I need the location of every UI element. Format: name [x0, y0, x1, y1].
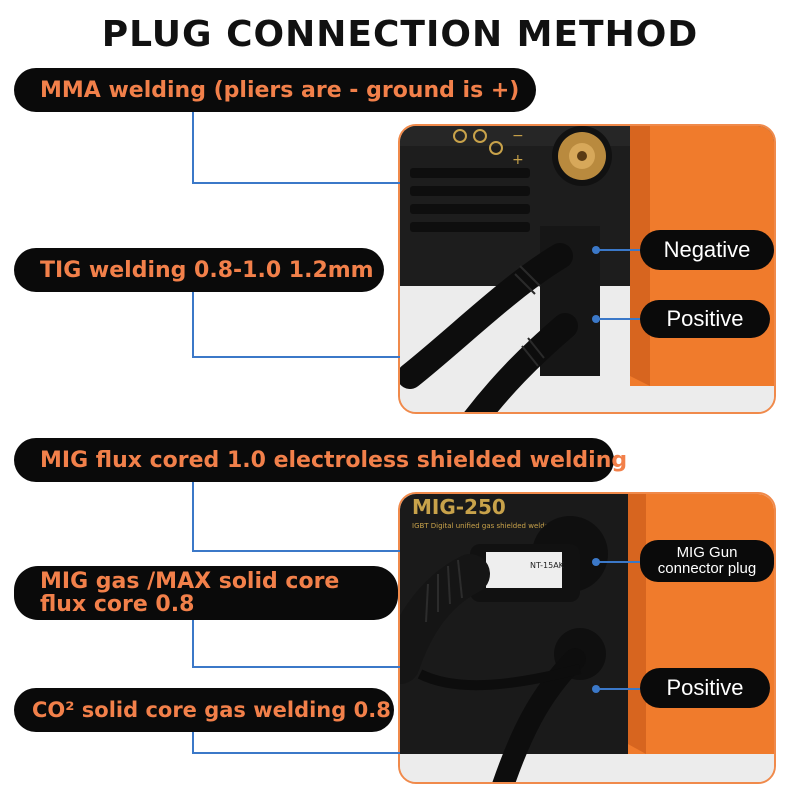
co2-connector-line-h	[192, 752, 400, 754]
co2-welding-label: CO² solid core gas welding 0.8	[14, 688, 394, 732]
mig-gas-connector-line	[192, 620, 194, 668]
tig-welding-label: TIG welding 0.8-1.0 1.2mm	[14, 248, 384, 292]
mma-connector-line-h	[192, 182, 400, 184]
mig-flux-connector-line-h	[192, 550, 400, 552]
mma-connector-line	[192, 112, 194, 184]
bottom-machine-photo: MIG-250 IGBT Digital unified gas shielde…	[398, 492, 776, 784]
panel-minus-mark: −	[512, 128, 524, 144]
co2-connector-line	[192, 732, 194, 754]
panel-plus-mark: +	[512, 152, 524, 168]
positive-bottom-connector-line	[596, 688, 642, 690]
connector-model-text: NT-15AK	[530, 561, 565, 570]
machine-model-text: MIG-250	[412, 495, 506, 519]
positive-bottom-point-dot	[592, 685, 600, 693]
positive-top-connector-line	[596, 318, 642, 320]
mig-flux-connector-line	[192, 482, 194, 552]
negative-connector-line	[596, 249, 642, 251]
mig-gun-point-dot	[592, 558, 600, 566]
mig-gun-connector-line	[596, 561, 642, 563]
mig-gas-label-line1: MIG gas /MAX solid core	[40, 569, 340, 594]
mig-gun-callout-line2: connector plug	[657, 560, 757, 577]
mig-gun-callout: MIG Gun connector plug	[640, 540, 774, 582]
tig-connector-line-h	[192, 356, 400, 358]
machine-subtitle-text: IGBT Digital unified gas shielded welder	[412, 522, 552, 530]
negative-point-dot	[592, 246, 600, 254]
mig-flux-label: MIG flux cored 1.0 electroless shielded …	[14, 438, 627, 482]
mma-welding-label: MMA welding (pliers are - ground is +)	[14, 68, 536, 112]
negative-callout: Negative	[640, 230, 774, 270]
positive-top-point-dot	[592, 315, 600, 323]
mig-gas-label: MIG gas /MAX solid core flux core 0.8	[14, 566, 398, 620]
page-title: PLUG CONNECTION METHOD	[101, 14, 699, 55]
positive-bottom-callout: Positive	[640, 668, 770, 708]
positive-top-callout: Positive	[640, 300, 770, 338]
mig-gun-callout-line1: MIG Gun	[676, 544, 738, 561]
tig-connector-line	[192, 290, 194, 358]
mig-gas-connector-line-h	[192, 666, 400, 668]
mig-gas-label-line2: flux core 0.8	[40, 592, 195, 617]
